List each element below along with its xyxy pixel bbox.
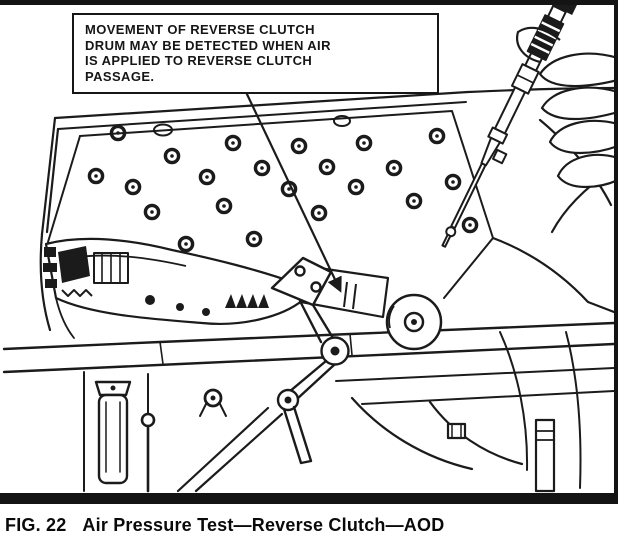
hand [516,26,618,188]
frame-details [176,331,582,493]
thumb [516,26,561,64]
callout-line: PASSAGE. [85,68,155,84]
figure-caption: FIG. 22 Air Pressure Test—Reverse Clutch—… [5,515,615,536]
figure-border-right [614,0,618,498]
callout-line: MOVEMENT OF REVERSE CLUTCH [85,22,315,37]
figure-number: FIG. 22 [5,515,67,535]
detent-comb [225,294,269,308]
finger [540,86,618,121]
callout-leader-arrow [244,89,342,293]
finger [556,153,618,188]
finger [548,119,618,154]
figure-divider-bar [0,493,618,504]
callout-line: DRUM MAY BE DETECTED WHEN AIR [85,37,331,53]
figure-title: Air Pressure Test—Reverse Clutch—AOD [82,515,445,535]
valve-body-opening [43,237,305,325]
crossmember [2,321,616,405]
callout-line: IS APPLIED TO REVERSE CLUTCH [85,53,313,68]
manual-linkage [270,256,350,465]
reverse-clutch-passage [343,281,357,310]
figure-border-top [0,0,618,5]
finger [538,52,618,88]
callout-box: MOVEMENT OF REVERSE CLUTCH DRUM MAY BE D… [72,13,439,94]
air-nozzle [441,0,584,248]
servo-cover [385,293,443,351]
figure-art [2,0,618,493]
bolt-heads [87,115,479,253]
shock-absorber [83,371,156,493]
